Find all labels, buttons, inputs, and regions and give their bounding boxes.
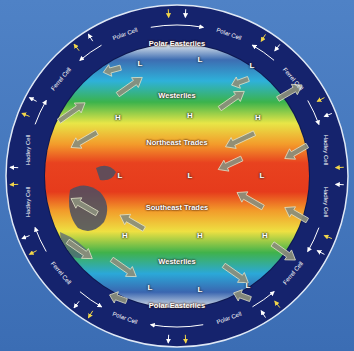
- boundary-arrow: [89, 311, 93, 318]
- pressure-letter: H: [115, 114, 121, 122]
- cell-arrow: [151, 25, 203, 27]
- cell-label: Polar Cell: [112, 311, 138, 326]
- pressure-letter: L: [246, 282, 251, 290]
- pressure-letter: H: [255, 114, 261, 122]
- wind-arrow: [216, 153, 245, 175]
- wind-belt-label: Northeast Trades: [146, 139, 207, 147]
- pressure-letter: H: [122, 232, 128, 240]
- pressure-letter: L: [188, 172, 193, 180]
- boundary-arrow: [275, 301, 280, 307]
- cell-arrow: [253, 45, 275, 60]
- wind-arrow: [269, 239, 299, 265]
- wind-arrow: [282, 202, 311, 225]
- cell-arrow: [80, 45, 102, 60]
- boundary-arrow: [185, 335, 186, 343]
- cell-arrow: [253, 292, 275, 307]
- pressure-letter: L: [198, 56, 203, 64]
- cell-label: Hadley Cell: [25, 187, 31, 218]
- boundary-arrow: [22, 113, 29, 116]
- wind-arrow: [117, 210, 147, 234]
- boundary-arrow: [74, 44, 79, 50]
- cell-label: Hadley Cell: [323, 187, 329, 218]
- boundary-arrow: [185, 9, 186, 17]
- wind-arrow: [55, 98, 88, 126]
- boundary-arrow: [22, 236, 29, 239]
- cell-label: Ferrel Cell: [281, 261, 303, 286]
- wind-arrows: [55, 62, 310, 307]
- boundary-arrow: [10, 184, 18, 185]
- wind-arrow: [229, 73, 250, 90]
- cell-arrow: [80, 292, 102, 307]
- cell-arrow: [35, 101, 46, 125]
- boundary-arrow: [324, 113, 331, 116]
- cell-arrow: [308, 101, 319, 125]
- wind-arrow: [102, 62, 122, 78]
- pressure-letter: H: [262, 232, 268, 240]
- wind-belt-label: Westerlies: [158, 258, 195, 266]
- boundary-arrow: [261, 311, 265, 318]
- wind-arrow: [223, 128, 257, 152]
- cell-label: Ferrel Cell: [50, 66, 72, 91]
- boundary-arrow: [168, 9, 169, 17]
- boundary-arrow: [30, 98, 37, 102]
- pressure-letter: L: [198, 286, 203, 294]
- pressure-letter: H: [187, 112, 193, 120]
- cell-label: Ferrel Cell: [50, 261, 72, 286]
- wind-arrow: [64, 236, 95, 263]
- boundary-arrow: [89, 34, 93, 41]
- wind-belt-label: Southeast Trades: [146, 204, 209, 212]
- pressure-letter: H: [197, 232, 203, 240]
- pressure-letter: L: [250, 62, 255, 70]
- wind-belt-label: Polar Easterlies: [149, 40, 205, 48]
- boundary-arrow: [317, 98, 324, 102]
- pressure-letter: L: [138, 60, 143, 68]
- wind-arrow: [114, 72, 145, 99]
- cell-arrow: [308, 228, 319, 252]
- boundary-arrow: [336, 184, 344, 185]
- wind-belt-label: Polar Easterlies: [149, 302, 205, 310]
- wind-arrow: [282, 140, 311, 163]
- boundary-arrow: [10, 167, 18, 168]
- wind-arrow: [234, 187, 266, 212]
- pressure-letter: L: [118, 172, 123, 180]
- cell-label: Polar Cell: [215, 311, 241, 326]
- wind-arrow: [107, 289, 128, 306]
- boundary-arrow: [336, 167, 344, 168]
- cell-circulation-arrows: [10, 9, 344, 343]
- sea-temperature-map: [45, 44, 309, 308]
- wind-belt-label: Westerlies: [158, 92, 195, 100]
- cell-label: Polar Cell: [112, 27, 138, 42]
- boundary-arrow: [261, 34, 265, 41]
- boundary-arrow: [168, 335, 169, 343]
- cell-arrow: [151, 325, 203, 327]
- wind-arrow: [108, 254, 139, 281]
- boundary-arrow: [30, 251, 37, 255]
- cell-label: Hadley Cell: [25, 134, 31, 165]
- pressure-letter: L: [148, 284, 153, 292]
- cell-label: Hadley Cell: [323, 134, 329, 165]
- wind-arrow: [68, 193, 100, 218]
- boundary-arrow: [275, 44, 280, 50]
- cell-arrow: [35, 228, 46, 252]
- boundary-arrow: [74, 301, 79, 307]
- outer-ring: [6, 5, 348, 347]
- boundary-arrow: [317, 251, 324, 255]
- wind-arrow: [216, 86, 247, 113]
- ring-inner-edge: [44, 43, 310, 309]
- cell-label: Polar Cell: [215, 27, 241, 42]
- wind-arrow: [68, 127, 100, 152]
- boundary-arrow: [324, 236, 331, 239]
- pressure-letter: L: [260, 172, 265, 180]
- cell-label: Ferrel Cell: [281, 66, 303, 91]
